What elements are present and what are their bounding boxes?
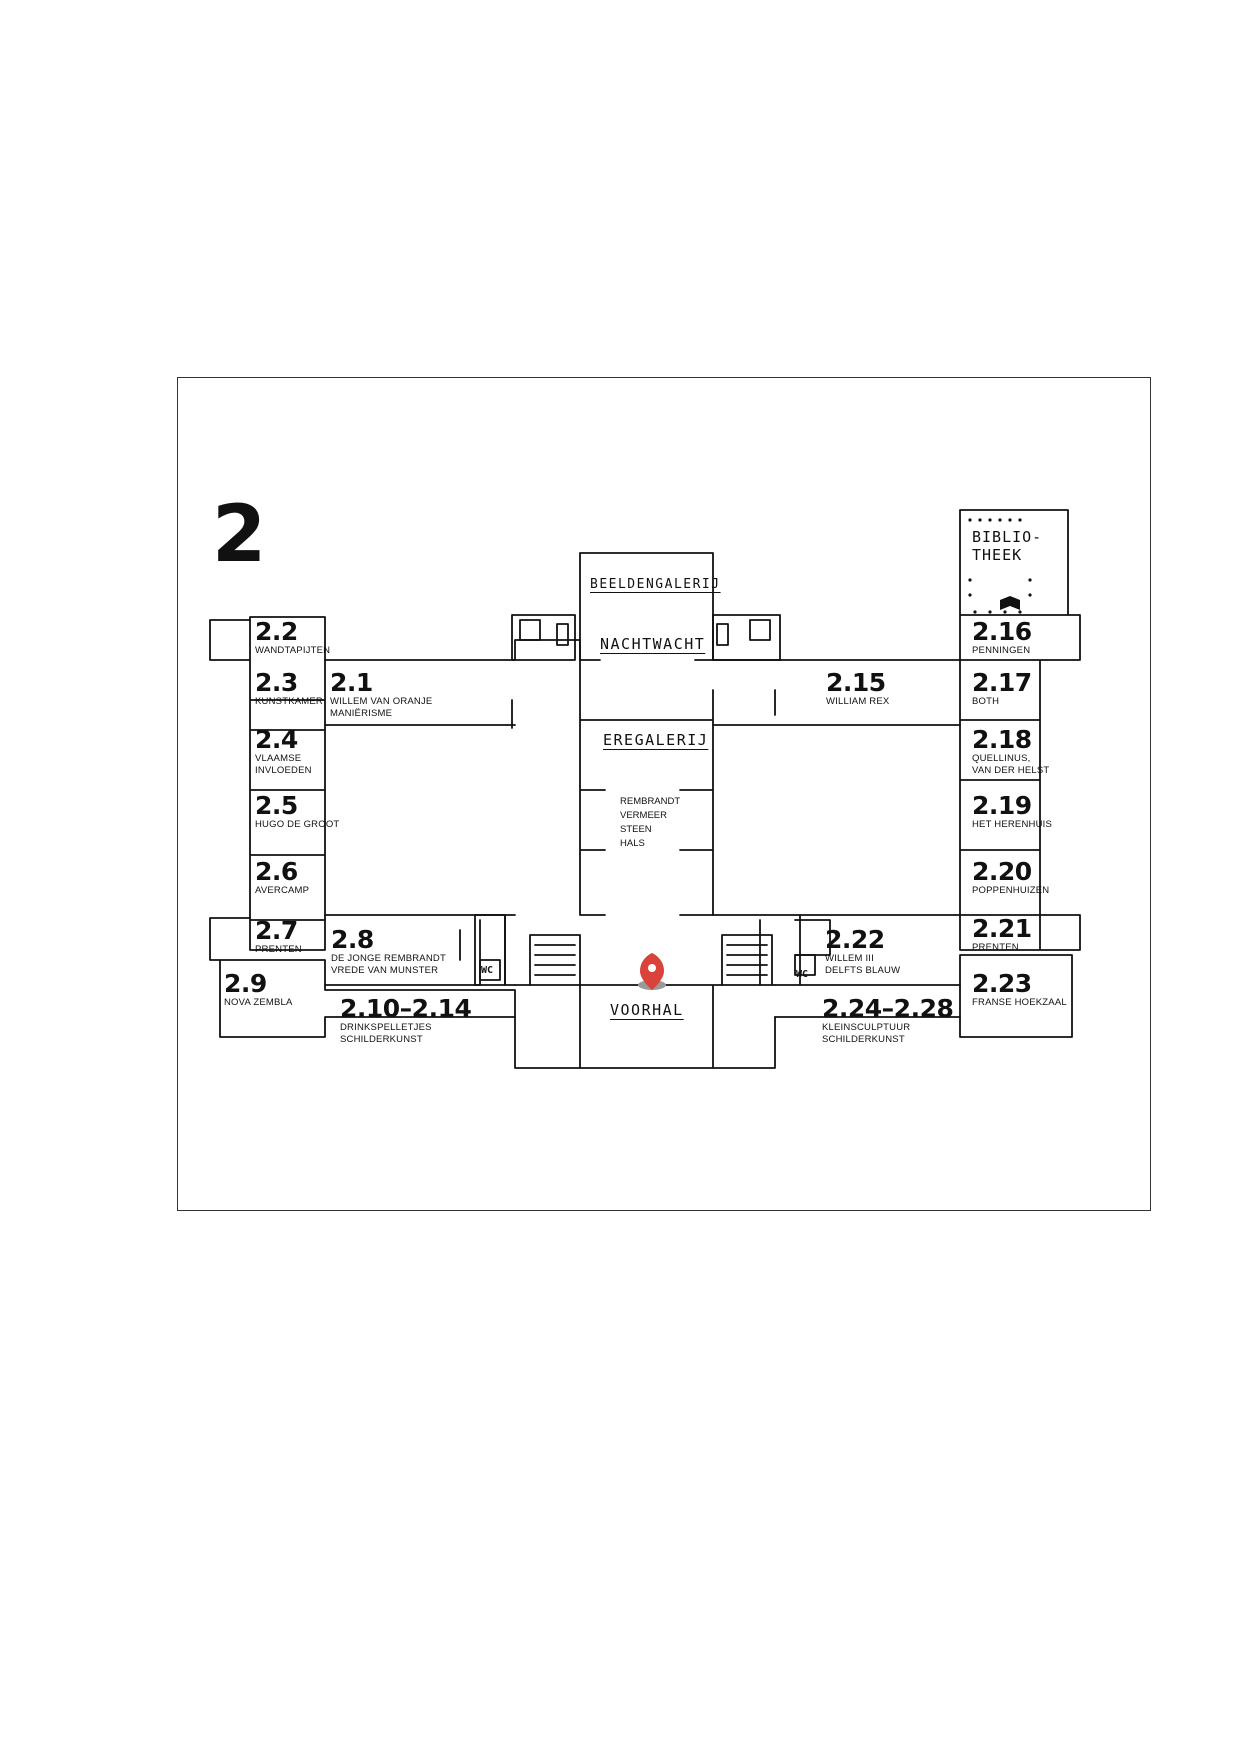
sculpture-gallery-label: BEELDENGALERIJ (590, 577, 721, 592)
library-label: BIBLIO- THEEK (972, 528, 1043, 564)
room-number: 2.10–2.14 (340, 994, 472, 1023)
room-name: HUGO DE GROOT (255, 819, 340, 830)
right-wing-walls (959, 509, 1081, 1038)
left-bottom-corridor (324, 914, 516, 986)
room-name: WILLEM III DELFTS BLAUW (825, 953, 901, 976)
room-name: WILLIAM REX (826, 696, 890, 707)
room-number: 2.22 (825, 925, 885, 954)
room-name: VLAAMSE INVLOEDEN (255, 753, 312, 776)
room-number: 2.18 (972, 725, 1032, 754)
left-wing-walls (209, 616, 516, 1038)
room-name: BOTH (972, 696, 1000, 707)
room-number: 2.16 (972, 617, 1032, 646)
room-number: 2.15 (826, 668, 886, 697)
right-top-corridor (712, 659, 961, 726)
room-name: PENNINGEN (972, 645, 1031, 656)
room-number: 2.17 (972, 668, 1032, 697)
left-top-corridor (324, 639, 581, 729)
room-number: 2.19 (972, 791, 1032, 820)
room-number: 2.24–2.28 (822, 994, 954, 1023)
location-pin-icon (638, 953, 666, 990)
room-number: 2.4 (255, 725, 298, 754)
right-wc-block (794, 954, 816, 976)
room-name: DE JONGE REMBRANDT VREDE VAN MUNSTER (331, 953, 446, 976)
room-name: KUNSTKAMER (255, 696, 323, 707)
room-name: HET HERENHUIS (972, 819, 1053, 830)
right-lower-stair (721, 934, 773, 986)
room-name: PRENTEN (972, 942, 1019, 953)
wc-left: WC (481, 965, 494, 976)
room-number: 2.20 (972, 857, 1032, 886)
left-wc-block (474, 914, 506, 986)
room-number: 2.3 (255, 668, 298, 697)
room-name: FRANSE HOEKZAAL (972, 997, 1067, 1008)
room-number: 2.9 (224, 969, 267, 998)
room-number: 2.1 (330, 668, 373, 697)
map-frame (177, 377, 1151, 1211)
left-lower-stair (529, 934, 581, 986)
room-number: 2.21 (972, 914, 1032, 943)
room-name: WILLEM VAN ORANJE MANIËRISME (330, 696, 433, 719)
room-number: 2.2 (255, 617, 298, 646)
library-dots (968, 518, 1032, 614)
right-stairs-block (712, 614, 781, 661)
night-watch-label: NACHTWACHT (600, 635, 706, 653)
room-name: WANDTAPIJTEN (255, 645, 331, 656)
room-name: NOVA ZEMBLA (224, 997, 293, 1008)
gallery-of-honour-label: EREGALERIJ (603, 731, 709, 749)
left-stairs-block (511, 614, 576, 661)
gallery-of-honour-list: REMBRANDT VERMEER STEEN HALS (620, 796, 681, 849)
wc-right: WC (796, 969, 809, 980)
right-bottom-corridor (712, 914, 961, 1018)
room-name: AVERCAMP (255, 885, 310, 896)
room-number: 2.8 (331, 925, 374, 954)
room-name: POPPENHUIZEN (972, 885, 1050, 896)
room-name: KLEINSCULPTUUR SCHILDERKUNST (822, 1022, 911, 1045)
room-number: 2.7 (255, 916, 298, 945)
room-number: 2.6 (255, 857, 298, 886)
room-number: 2.23 (972, 969, 1032, 998)
room-name: QUELLINUS, VAN DER HELST (972, 753, 1050, 776)
floor-number: 2 (212, 490, 267, 580)
room-name: DRINKSPELLETJES SCHILDERKUNST (340, 1022, 432, 1045)
book-icon (1000, 596, 1020, 610)
room-name: PRENTEN (255, 944, 302, 955)
front-hall-label: VOORHAL (610, 1001, 684, 1019)
room-number: 2.5 (255, 791, 298, 820)
